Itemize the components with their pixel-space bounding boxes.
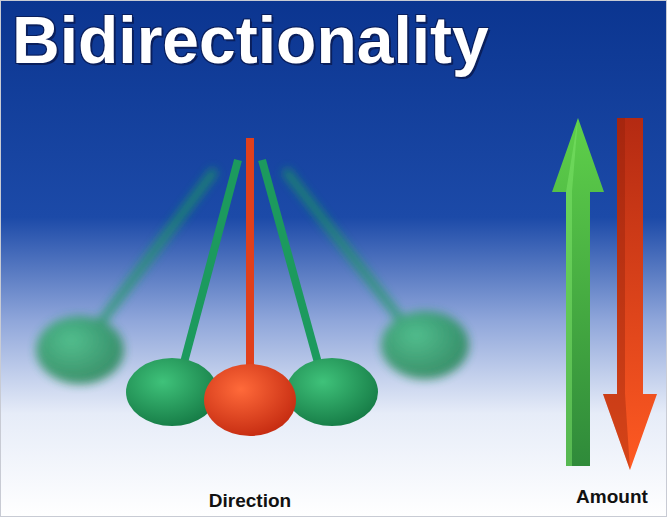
diagram-title: Bidirectionality: [12, 2, 489, 78]
axis-label: Direction: [209, 490, 291, 512]
axis-label: Amount: [576, 486, 648, 508]
